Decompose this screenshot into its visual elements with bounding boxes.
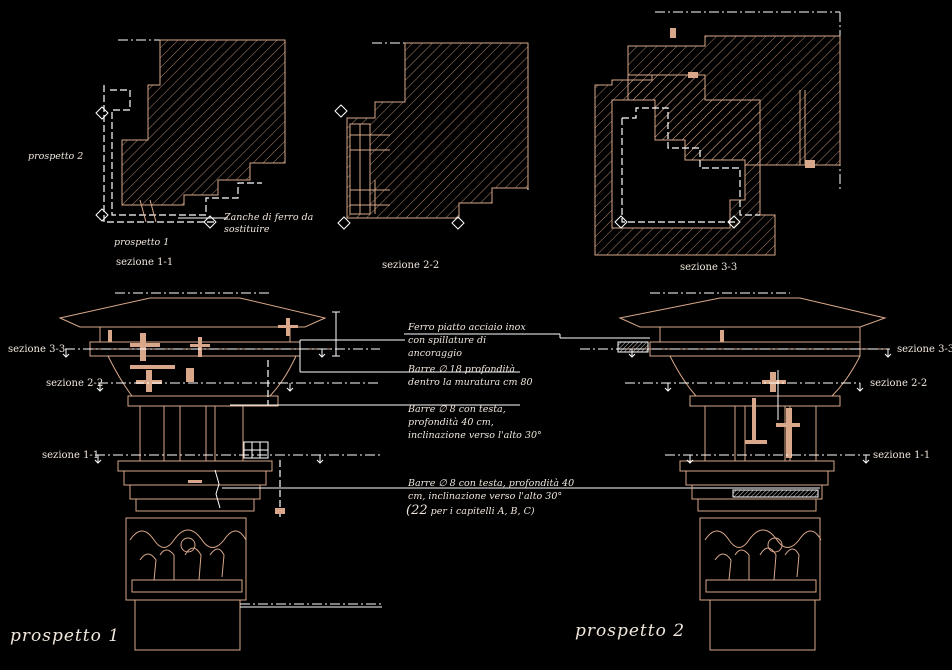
- note3-line1: Barre ∅ 8 con testa,: [407, 404, 506, 415]
- sezione-2-2-caption: sezione 2-2: [382, 260, 439, 271]
- note3-line2: profondità 40 cm,: [408, 417, 494, 428]
- note4-count: 22: [410, 503, 428, 518]
- elevation-prospetto-2: sezione 3-3 sezione 2-2 sezione 1-1 pros…: [575, 292, 952, 651]
- notes-block: Ferro piatto acciaio inox con spillature…: [406, 322, 574, 518]
- note2-line1: Barre ∅ 18 profondità: [407, 364, 515, 375]
- note4-line1: Barre ∅ 8 con testa, profondità 40: [407, 478, 574, 489]
- sezione-3-3-caption: sezione 3-3: [680, 262, 737, 273]
- note1-line2: con spillature di: [408, 335, 486, 346]
- plan-prospetto-2-label: prospetto 2: [28, 151, 83, 162]
- right-sezione-3-3: sezione 3-3: [897, 344, 952, 355]
- plan-section-1-1: Zanche di ferro da sostituire prospetto …: [28, 39, 314, 268]
- elevation-prospetto-1: sezione 3-3 sezione 2-2 sezione 1-1 pros…: [8, 292, 382, 651]
- right-sezione-1-1: sezione 1-1: [873, 450, 930, 461]
- left-sezione-1-1: sezione 1-1: [42, 450, 99, 461]
- sezione-1-1-caption: sezione 1-1: [116, 257, 173, 268]
- note1-line1: Ferro piatto acciaio inox: [407, 322, 526, 333]
- note3-line3: inclinazione verso l'alto 30°: [408, 430, 542, 441]
- note4-line3: per i capitelli A, B, C): [428, 506, 535, 517]
- left-sezione-3-3: sezione 3-3: [8, 344, 65, 355]
- plan-section-2-2: sezione 2-2: [334, 42, 529, 271]
- left-sezione-2-2: sezione 2-2: [46, 378, 103, 389]
- right-sezione-2-2: sezione 2-2: [870, 378, 927, 389]
- plan-prospetto-1-label: prospetto 1: [114, 237, 169, 248]
- plan-section-3-3: sezione 3-3: [594, 11, 841, 273]
- dimension-marks: [332, 311, 340, 357]
- note2-line2: dentro la muratura cm 80: [408, 377, 533, 388]
- note1-line3: ancoraggio: [408, 348, 462, 359]
- note-leaders: [222, 333, 820, 489]
- zanche-note-line1: Zanche di ferro da: [223, 212, 314, 223]
- prospetto-1-title: prospetto 1: [10, 626, 120, 646]
- svg-text:(22 per i capitelli A, B, C): (22 per i capitelli A, B, C): [406, 503, 535, 518]
- note4-line2: cm, inclinazione verso l'alto 30°: [408, 491, 562, 502]
- zanche-note-line2: sostituire: [224, 224, 270, 235]
- prospetto-2-title: prospetto 2: [575, 621, 685, 641]
